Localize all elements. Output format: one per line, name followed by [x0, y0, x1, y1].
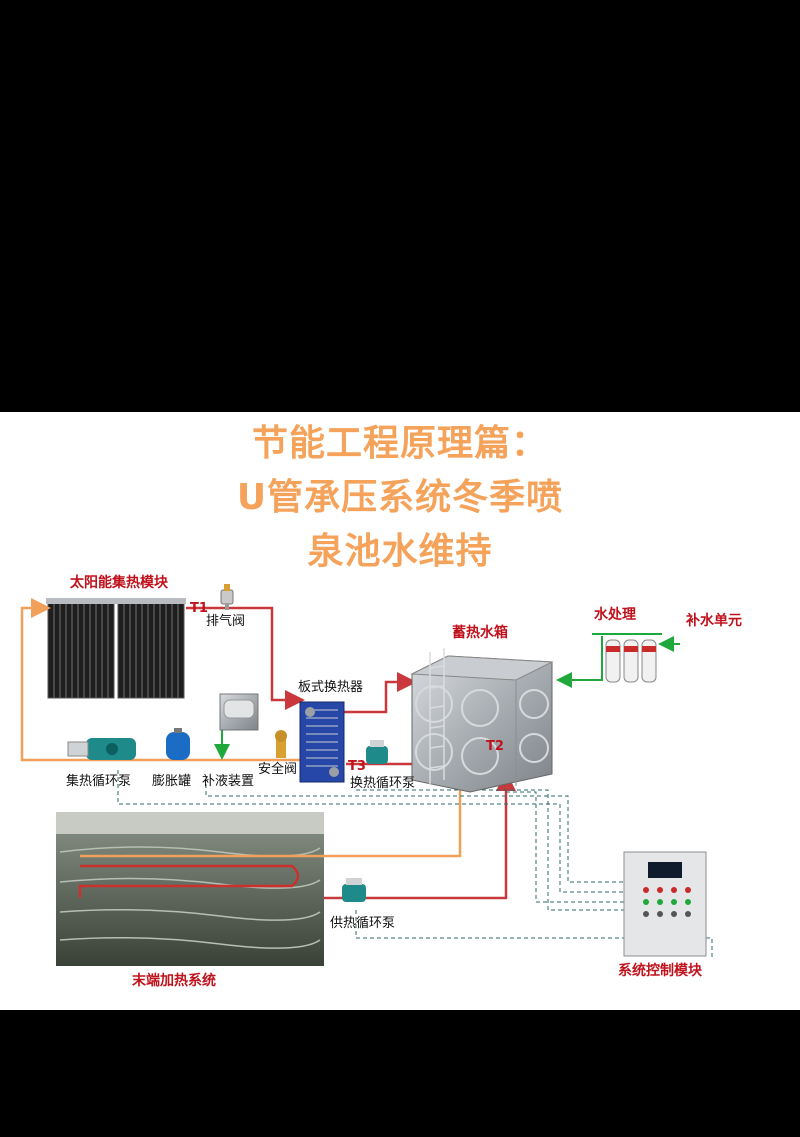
- sensor-t3-tag: T3: [348, 759, 366, 774]
- storage-tank-label: 蓄热水箱: [452, 625, 508, 641]
- safety-valve-device: [275, 730, 287, 758]
- collector-pump-device: [67, 738, 136, 760]
- plate-exchanger-label: 板式换热器: [298, 680, 364, 695]
- expansion-tank-device: [166, 728, 190, 760]
- makeup-water-pipes: [556, 633, 680, 688]
- terminal-heating-label: 末端加热系统: [132, 973, 216, 989]
- diagram-panel: 节能工程原理篇： U管承压系统冬季喷 泉池水维持 太阳能集热模块 蓄热水箱 水处…: [0, 412, 800, 1010]
- vent-valve-device: [220, 584, 234, 610]
- supply-pump-label: 供热循环泵: [330, 916, 396, 931]
- control-signal-lines: [117, 770, 713, 958]
- sensor-t2-tag: T2: [486, 739, 504, 754]
- control-module-label: 系统控制模块: [618, 963, 702, 979]
- collector-pump-label: 集热循环泵: [66, 774, 132, 789]
- title-line-2: U管承压系统冬季喷: [236, 477, 564, 518]
- solar-module-label: 太阳能集热模块: [70, 575, 168, 591]
- fluid-makeup-label: 补液装置: [202, 774, 255, 789]
- vent-valve-label: 排气阀: [206, 614, 246, 629]
- fluid-makeup-device: [219, 693, 259, 731]
- water-treatment-device: [605, 639, 657, 683]
- water-treatment-label: 水处理: [594, 607, 636, 623]
- supply-pump-device: [342, 878, 366, 902]
- exchange-pump-device: [366, 740, 388, 764]
- storage-tank-device: [410, 648, 554, 793]
- safety-valve-label: 安全阀: [258, 762, 298, 777]
- makeup-unit-label: 补水单元: [686, 613, 742, 629]
- title-line-3: 泉池水维持: [307, 531, 493, 572]
- sensor-t1-tag: T1: [190, 601, 208, 616]
- control-cabinet-device: [623, 851, 707, 957]
- expansion-tank-label: 膨胀罐: [152, 774, 192, 789]
- plate-exchanger-device: [299, 701, 345, 783]
- pool-photo: [56, 812, 324, 966]
- diagram-canvas: [20, 584, 713, 966]
- exchange-pump-label: 换热循环泵: [350, 776, 416, 791]
- solar-collector-panels: [46, 598, 186, 699]
- title-line-1: 节能工程原理篇：: [251, 423, 548, 464]
